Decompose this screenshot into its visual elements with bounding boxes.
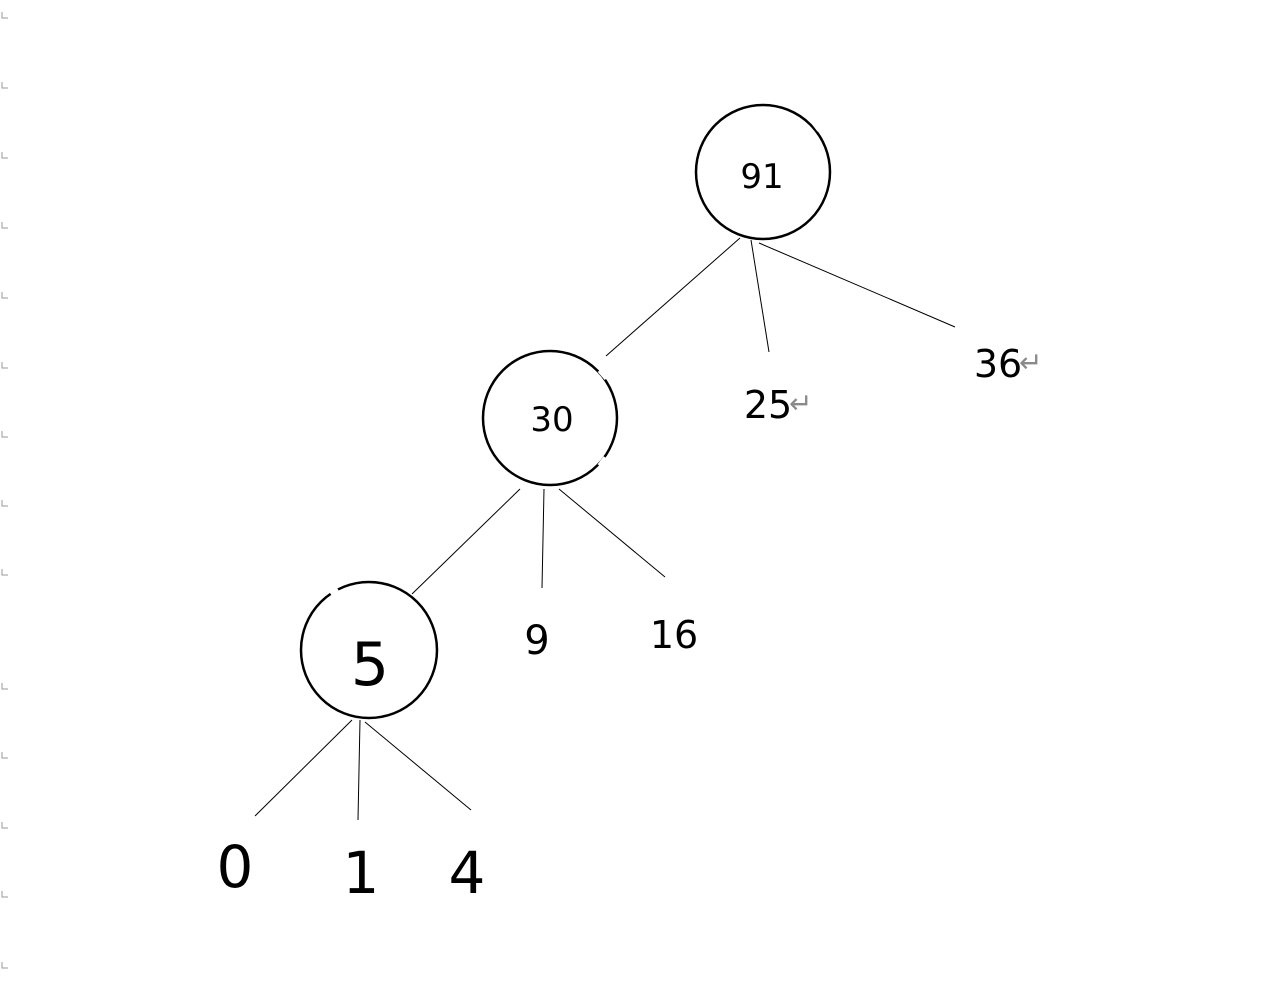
- leaf-label-0: 0: [217, 833, 254, 901]
- node-circle: [481, 349, 619, 487]
- leaf-label-1: 1: [343, 839, 380, 907]
- circle-gap: [328, 585, 339, 596]
- edge-mid-leaf-16: [558, 488, 666, 578]
- leaf-label-16: 16: [650, 613, 698, 657]
- return-mark: ↵: [1019, 346, 1042, 379]
- margin-mark: [1, 962, 8, 969]
- node-label-low: 5: [351, 630, 389, 700]
- edge-mid-leaf-9: [541, 488, 545, 589]
- tree-leaves: 25 ↵ 36 ↵ 9 16 0 1 4: [217, 342, 1043, 907]
- edge-low-leaf-1: [357, 719, 361, 821]
- margin-mark: [1, 500, 8, 507]
- edge-low-leaf-4: [364, 721, 472, 811]
- edge-low-leaf-0: [254, 719, 353, 817]
- node-low: 5: [299, 580, 439, 720]
- tree-edges: [254, 237, 956, 821]
- circle-gap: [597, 368, 610, 380]
- edge-root-leaf-25: [750, 239, 770, 353]
- margin-mark: [1, 822, 8, 829]
- margin-mark: [1, 292, 8, 299]
- margin-mark: [1, 752, 8, 759]
- margin-mark: [1, 431, 8, 438]
- leaf-label-4: 4: [449, 839, 486, 907]
- margin-marks: [1, 12, 8, 969]
- tree-nodes: 91 30 5: [299, 103, 832, 720]
- margin-mark: [1, 569, 8, 576]
- margin-mark: [1, 12, 8, 19]
- edge-root-leaf-36: [758, 242, 956, 328]
- node-circle: [694, 103, 832, 241]
- return-mark: ↵: [789, 387, 812, 420]
- circle-gap: [597, 456, 609, 468]
- margin-mark: [1, 222, 8, 229]
- node-root: 91: [694, 103, 832, 241]
- node-circle: [299, 580, 439, 720]
- leaf-label-25: 25: [744, 383, 792, 427]
- node-label-mid: 30: [530, 400, 573, 440]
- node-mid: 30: [481, 349, 619, 487]
- margin-mark: [1, 891, 8, 898]
- margin-mark: [1, 82, 8, 89]
- circle-gap: [811, 120, 823, 132]
- margin-mark: [1, 683, 8, 690]
- edge-mid-low: [411, 488, 521, 595]
- margin-mark: [1, 362, 8, 369]
- leaf-label-9: 9: [524, 618, 549, 664]
- margin-mark: [1, 152, 8, 159]
- edge-root-mid: [605, 237, 741, 357]
- leaf-label-36: 36: [974, 342, 1022, 386]
- node-label-root: 91: [740, 157, 783, 197]
